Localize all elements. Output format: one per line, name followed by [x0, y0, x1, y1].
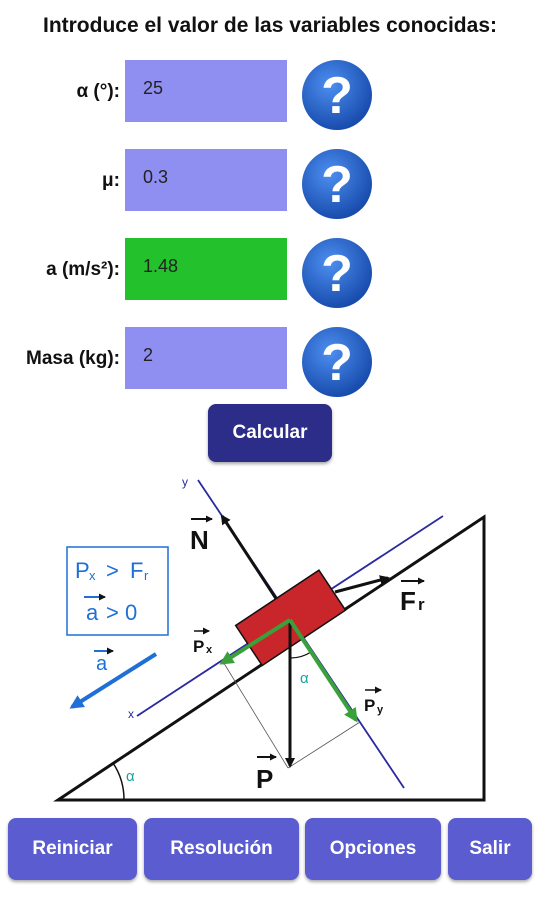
- help-question-mark: ?: [321, 67, 353, 125]
- friction-force-arrow: [334, 575, 390, 594]
- acceleration-result-field[interactable]: 1.48: [125, 238, 287, 300]
- py-component-arrow: [288, 618, 358, 723]
- alpha-help-icon[interactable]: ?: [300, 58, 374, 132]
- normal-label: N: [190, 515, 213, 555]
- condition-px-greater-fr: P x > F r: [75, 558, 149, 583]
- svg-text:F: F: [400, 586, 416, 616]
- acceleration-label: a (m/s²):: [46, 259, 120, 280]
- svg-text:N: N: [190, 525, 209, 555]
- friction-label: F r: [400, 577, 425, 616]
- help-question-mark: ?: [321, 245, 353, 303]
- options-button[interactable]: Opciones: [305, 818, 441, 880]
- svg-text:P: P: [193, 637, 204, 656]
- acceleration-row: a (m/s²): 1.48 ?: [0, 238, 540, 308]
- px-label: P x: [193, 627, 213, 656]
- py-label: P y: [364, 686, 384, 716]
- svg-text:a: a: [96, 653, 108, 675]
- svg-text:r: r: [144, 568, 149, 583]
- acceleration-label: a: [94, 647, 114, 675]
- svg-text:F: F: [130, 558, 143, 583]
- condition-a-positive: a > 0: [84, 593, 137, 625]
- projection-line: [287, 721, 361, 769]
- mu-label: μ:: [102, 170, 120, 191]
- svg-text:a: a: [86, 600, 99, 625]
- px-component-arrow: [219, 618, 292, 665]
- y-axis-label: y: [182, 475, 188, 489]
- acceleration-arrow: [69, 652, 158, 709]
- inclined-plane-diagram: α x y α N F r P P x P y: [53, 475, 486, 802]
- alpha-label: α (°):: [76, 81, 120, 102]
- acceleration-help-icon[interactable]: ?: [300, 236, 374, 310]
- ramp-alpha-label: α: [126, 768, 135, 785]
- x-axis-label: x: [128, 707, 134, 721]
- weight-alpha-label: α: [300, 670, 309, 687]
- svg-text:P: P: [364, 696, 375, 715]
- alpha-row: α (°): 25 ?: [0, 60, 540, 130]
- mu-help-icon[interactable]: ?: [300, 147, 374, 221]
- mass-label: Masa (kg):: [26, 348, 120, 369]
- alpha-input[interactable]: 25: [125, 60, 287, 122]
- svg-text:y: y: [377, 704, 384, 716]
- mu-input[interactable]: 0.3: [125, 149, 287, 211]
- weight-angle-arc: [289, 651, 312, 659]
- mass-input[interactable]: 2: [125, 327, 287, 389]
- projection-line: [221, 659, 289, 769]
- reset-button[interactable]: Reiniciar: [8, 818, 137, 880]
- mu-row: μ: 0.3 ?: [0, 149, 540, 219]
- svg-text:x: x: [206, 644, 213, 656]
- svg-text:P: P: [75, 558, 90, 583]
- svg-text:> 0: > 0: [106, 600, 137, 625]
- svg-text:r: r: [418, 595, 425, 614]
- exit-button[interactable]: Salir: [448, 818, 532, 880]
- mass-help-icon[interactable]: ?: [300, 325, 374, 399]
- svg-text:P: P: [256, 764, 273, 794]
- svg-text:x: x: [89, 568, 96, 583]
- resolution-button[interactable]: Resolución: [144, 818, 299, 880]
- ramp-angle-arc: [112, 762, 125, 801]
- calculate-button[interactable]: Calcular: [208, 404, 332, 462]
- mass-row: Masa (kg): 2 ?: [0, 327, 540, 397]
- help-question-mark: ?: [321, 156, 353, 214]
- svg-text:>: >: [106, 558, 119, 583]
- help-question-mark: ?: [321, 334, 353, 392]
- weight-label: P: [256, 753, 277, 794]
- instructions-heading: Introduce el valor de las variables cono…: [42, 14, 497, 37]
- condition-box: [66, 546, 169, 636]
